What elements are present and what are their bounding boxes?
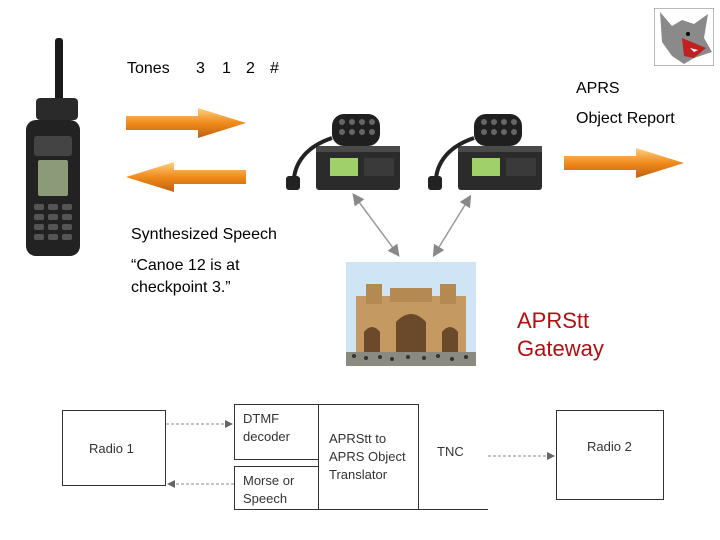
tnc-label: TNC: [437, 444, 464, 459]
speech-quote-line2: checkpoint 3.”: [131, 279, 231, 296]
morse-label-line2: Speech: [243, 491, 288, 506]
radio1-box: Radio 1: [62, 410, 166, 486]
arrow-right-icon: [564, 148, 684, 178]
translator-label-line2: APRS Object: [329, 449, 406, 464]
mobile-radio-icon: [428, 114, 542, 190]
tnc-box: TNC: [418, 404, 488, 510]
tone-digit: #: [270, 60, 279, 77]
aprs-label: APRS: [576, 80, 620, 97]
gateway-label-line1: APRStt: [517, 308, 590, 333]
arrow-left-icon: [126, 162, 246, 192]
object-report-label: Object Report: [576, 110, 675, 127]
speech-quote-line1: “Canoe 12 is at: [131, 257, 240, 274]
wolf-logo: [654, 8, 714, 66]
tone-digit: 2: [246, 60, 255, 77]
morse-label-line1: Morse or: [243, 473, 295, 488]
dtmf-decoder-box: DTMF decoder: [234, 404, 320, 460]
arrow-right-icon: [126, 108, 246, 138]
radio2-box: Radio 2: [556, 410, 664, 500]
radio1-label: Radio 1: [89, 441, 134, 456]
synthesized-speech-heading: Synthesized Speech: [131, 226, 277, 243]
handheld-radio-icon: [26, 38, 80, 256]
monument-photo: [346, 262, 476, 366]
translator-label-line1: APRStt to: [329, 431, 387, 446]
mobile-radio-icon: [286, 114, 400, 190]
dtmf-label-line2: decoder: [243, 429, 290, 444]
tones-label: Tones: [127, 60, 170, 77]
morse-speech-box: Morse or Speech: [234, 466, 320, 510]
tone-digit: 1: [222, 60, 231, 77]
connector-arrows: [352, 193, 472, 258]
radio2-label: Radio 2: [587, 439, 632, 454]
dtmf-label-line1: DTMF: [243, 411, 280, 426]
translator-box: APRStt to APRS Object Translator: [318, 404, 420, 510]
translator-label-line3: Translator: [329, 467, 388, 482]
gateway-label-line2: Gateway: [517, 336, 604, 361]
tone-digit: 3: [196, 60, 205, 77]
block-arrows: [166, 420, 555, 488]
